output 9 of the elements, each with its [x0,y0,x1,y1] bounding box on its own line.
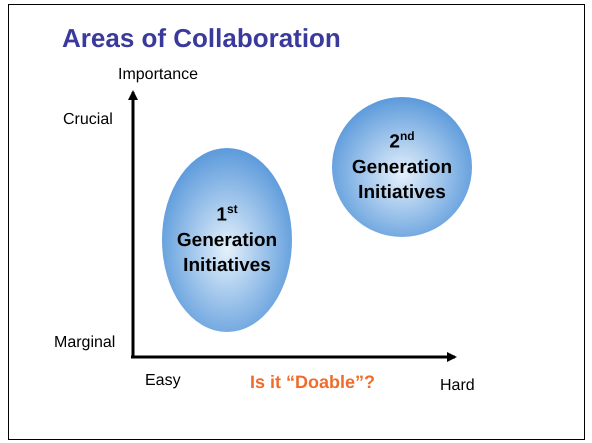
axis-tick-label: Hard [440,377,475,395]
axis-title: Is it “Doable”? [250,372,376,393]
axis-tick-label: Marginal [54,334,116,352]
bubble-label: 1$^{st}$ Generation Initiatives [176,200,278,278]
slide-title: Areas of Collaboration [62,23,341,54]
axis-tick-label: Crucial [63,111,113,129]
bubble-label: 2$^{nd}$ Generation Initiatives [350,128,454,206]
axis-tick-label: Easy [145,372,181,390]
axis-title: Importance [118,66,198,84]
